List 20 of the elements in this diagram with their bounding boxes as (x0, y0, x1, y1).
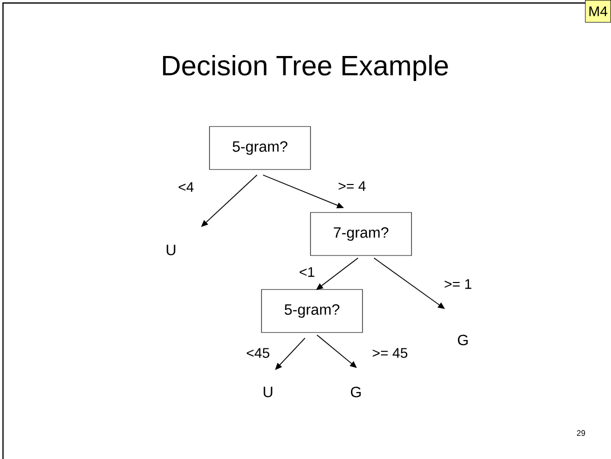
decision-box: 7-gram? (310, 212, 412, 256)
arrow (275, 338, 306, 370)
leaf-label: G (458, 334, 468, 346)
edge-label: >= 45 (371, 347, 409, 359)
arrow (201, 174, 258, 227)
page-number: 29 (576, 430, 586, 436)
edge-label: <1 (298, 266, 316, 278)
arrow (374, 258, 445, 309)
leaf-label: U (166, 244, 176, 256)
leaf-label: G (350, 386, 361, 398)
edge-label: >= 1 (443, 278, 474, 290)
arrow (316, 258, 358, 290)
edge-label: <45 (245, 347, 271, 359)
decision-box: 5-gram? (209, 126, 311, 170)
arrow (316, 334, 357, 368)
slide-title: Decision Tree Example (163, 54, 448, 82)
leaf-label: U (264, 386, 272, 398)
edge-label: >= 4 (337, 180, 368, 192)
edge-label: <4 (177, 181, 195, 193)
decision-box: 5-gram? (261, 289, 363, 333)
